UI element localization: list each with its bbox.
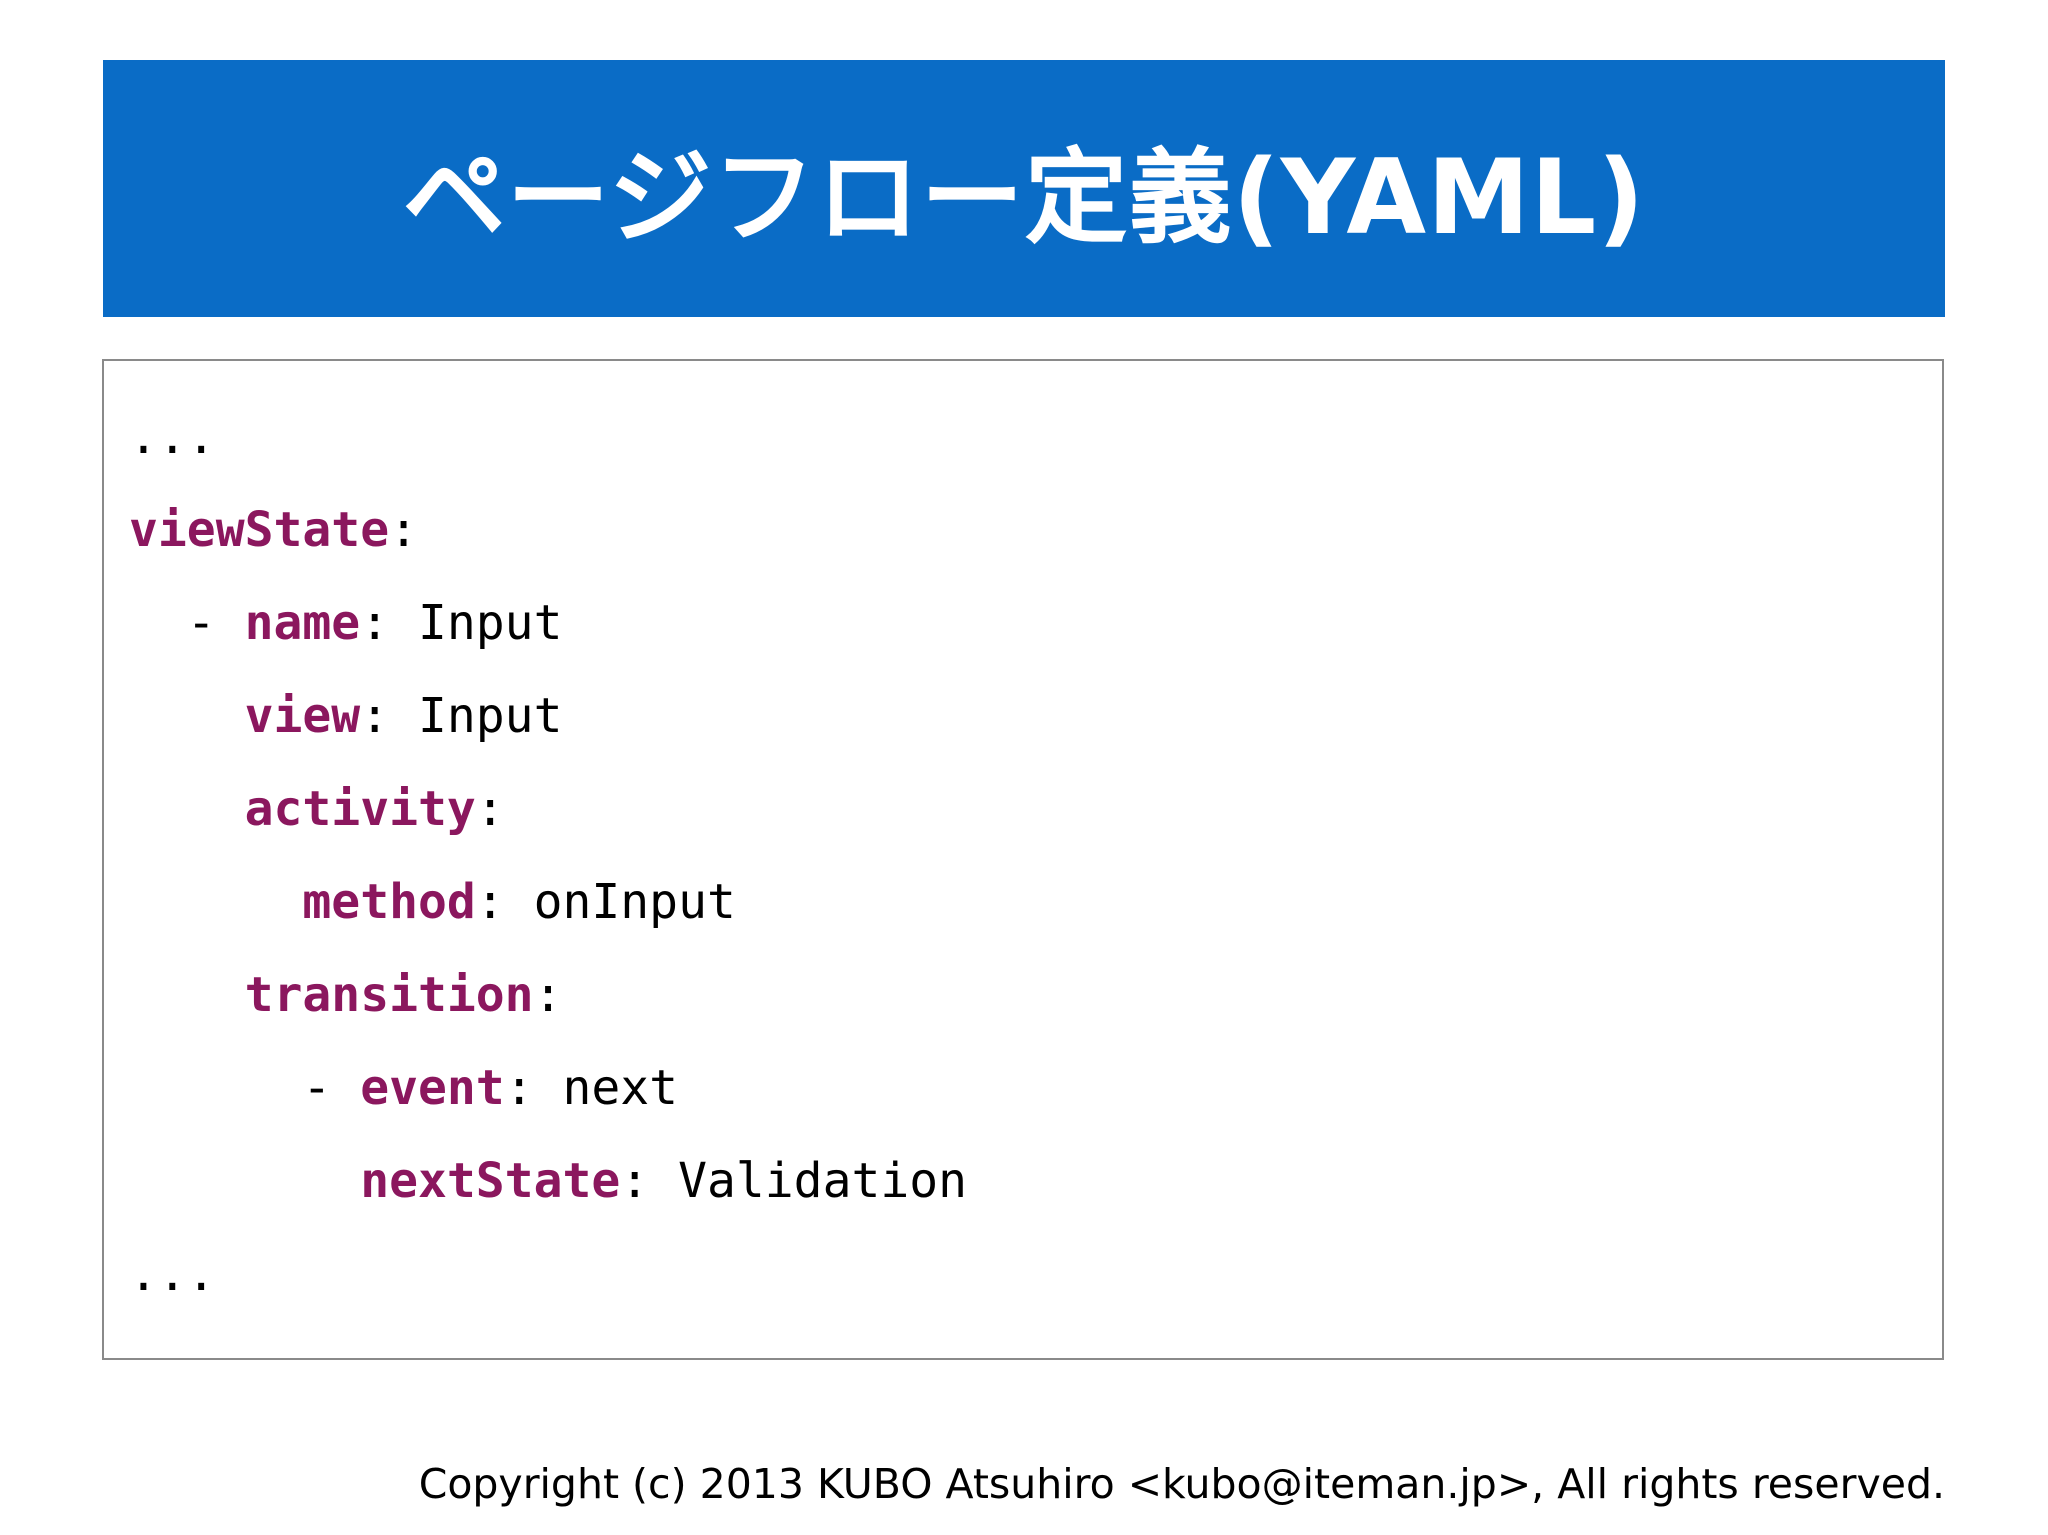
yaml-text: - xyxy=(129,595,245,651)
code-line: viewState: xyxy=(129,484,1932,577)
yaml-code: ...viewState: - name: Input view: Input … xyxy=(129,391,1932,1321)
yaml-text: : onInput xyxy=(475,874,736,930)
yaml-text: : Input xyxy=(360,595,563,651)
yaml-text: : xyxy=(475,781,505,837)
yaml-text: ... xyxy=(129,1246,216,1302)
yaml-text xyxy=(129,874,302,930)
yaml-key: event xyxy=(360,1060,505,1116)
yaml-key: method xyxy=(302,874,476,930)
yaml-key: transition xyxy=(244,967,534,1023)
yaml-code-block: ...viewState: - name: Input view: Input … xyxy=(102,359,1944,1360)
yaml-key: viewState xyxy=(129,502,390,558)
code-line: method: onInput xyxy=(129,856,1932,949)
code-line: - event: next xyxy=(129,1042,1932,1135)
yaml-key: activity xyxy=(244,781,476,837)
yaml-text: : xyxy=(533,967,563,1023)
yaml-text: : Validation xyxy=(620,1153,968,1209)
yaml-text: ... xyxy=(129,409,216,465)
code-line: view: Input xyxy=(129,670,1932,763)
yaml-key: name xyxy=(244,595,361,651)
code-line: ... xyxy=(129,1228,1932,1321)
code-line: ... xyxy=(129,391,1932,484)
code-line: - name: Input xyxy=(129,577,1932,670)
code-line: transition: xyxy=(129,949,1932,1042)
yaml-text: : Input xyxy=(360,688,563,744)
yaml-text: - xyxy=(129,1060,361,1116)
yaml-text: : next xyxy=(504,1060,679,1116)
code-line: nextState: Validation xyxy=(129,1135,1932,1228)
yaml-key: view xyxy=(244,688,361,744)
code-line: activity: xyxy=(129,763,1932,856)
yaml-text xyxy=(129,967,245,1023)
copyright-text: Copyright (c) 2013 KUBO Atsuhiro <kubo@i… xyxy=(418,1460,1945,1508)
yaml-text xyxy=(129,688,245,744)
yaml-text xyxy=(129,1153,360,1209)
slide-title: ページフロー定義(YAML) xyxy=(402,138,1646,258)
yaml-text: : xyxy=(389,502,418,558)
yaml-text xyxy=(129,781,245,837)
slide-title-bar: ページフロー定義(YAML) xyxy=(103,60,1945,317)
yaml-key: nextState xyxy=(360,1153,621,1209)
